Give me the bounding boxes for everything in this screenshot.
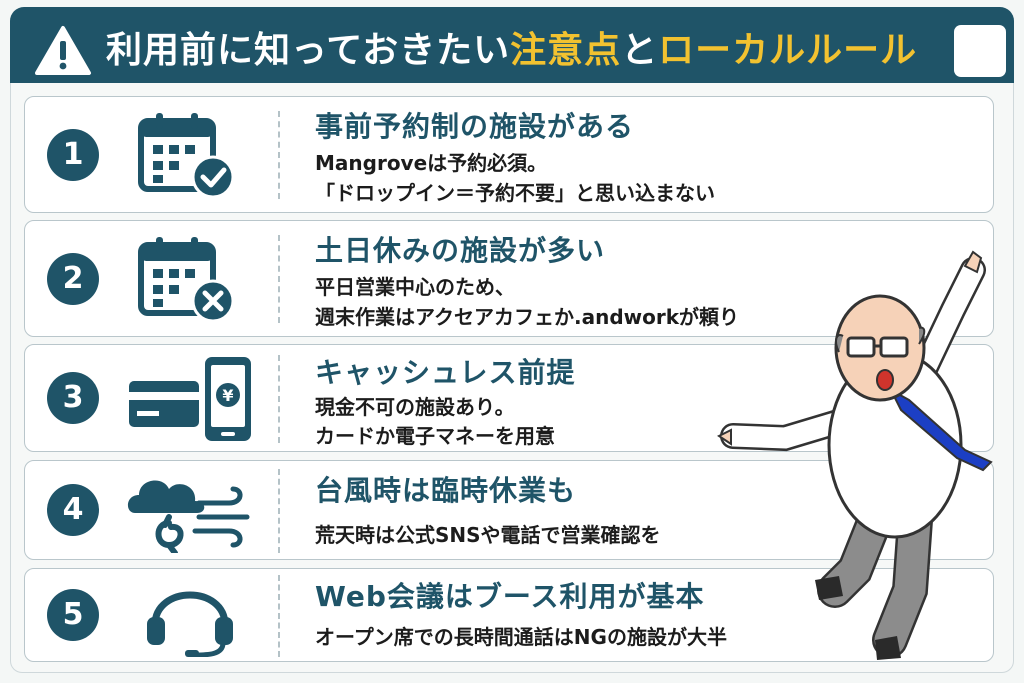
header-blank-box bbox=[954, 25, 1006, 77]
headset-icon bbox=[147, 591, 233, 657]
card-line-2b: 週末作業はアクセアカフェか.andworkが頼り bbox=[315, 305, 740, 329]
rule-card-2: 2 土日休みの施設が多い 平日営業中心のため、 週末作業はアクセアカフェか.an… bbox=[24, 220, 994, 337]
typhoon-wind-icon bbox=[127, 480, 250, 553]
number-badge-5: 5 bbox=[47, 589, 99, 641]
warning-triangle-icon bbox=[35, 26, 91, 75]
page-title: 利用前に知っておきたい注意点とローカルルール bbox=[106, 25, 917, 77]
card-divider bbox=[278, 235, 280, 323]
card-line-3b: カードか電子マネーを用意 bbox=[315, 424, 555, 448]
card-title-2: 土日休みの施設が多い bbox=[315, 234, 606, 267]
card-title-4: 台風時は臨時休業も bbox=[315, 474, 577, 507]
calendar-cross-icon bbox=[138, 237, 235, 323]
calendar-check-icon bbox=[138, 113, 235, 199]
card-line-4a: 荒天時は公式SNSや電話で営業確認を bbox=[315, 523, 661, 547]
card-divider bbox=[278, 469, 280, 553]
number-badge-2: 2 bbox=[47, 253, 99, 305]
rule-card-3: 3 ¥ キャッシュレス前提 現金不可の施設あり。 カードか電子マネーを用意 bbox=[24, 344, 994, 452]
title-connector: と bbox=[621, 30, 659, 71]
title-highlight-caution: 注意点 bbox=[510, 30, 622, 71]
rule-card-1: 1 事前予約制の施設がある Mangroveは予約必須。 「ドロップイン＝予約不… bbox=[24, 96, 994, 213]
number-badge-3: 3 bbox=[47, 372, 99, 424]
yen-symbol: ¥ bbox=[222, 386, 233, 405]
header-bar: 利用前に知っておきたい注意点とローカルルール bbox=[10, 7, 1014, 83]
card-line-2a: 平日営業中心のため、 bbox=[315, 275, 515, 299]
card-line-3a: 現金不可の施設あり。 bbox=[315, 395, 515, 419]
jumping-businessman-illustration bbox=[717, 250, 993, 660]
card-divider bbox=[278, 575, 280, 657]
number-badge-1: 1 bbox=[47, 129, 99, 181]
card-divider bbox=[278, 111, 280, 199]
card-title-5: Web会議はブース利用が基本 bbox=[315, 580, 705, 613]
card-and-phone-payment-icon: ¥ bbox=[129, 357, 251, 441]
card-divider bbox=[278, 355, 280, 443]
title-highlight-local-rules: ローカルルール bbox=[658, 30, 918, 71]
card-line-1a: Mangroveは予約必須。 bbox=[315, 151, 548, 175]
card-line-1b: 「ドロップイン＝予約不要」と思い込まない bbox=[315, 181, 715, 205]
card-line-5a: オープン席での長時間通話はNGの施設が大半 bbox=[315, 625, 727, 649]
card-title-3: キャッシュレス前提 bbox=[315, 356, 576, 389]
number-badge-4: 4 bbox=[47, 484, 99, 536]
title-main: 利用前に知っておきたい bbox=[106, 30, 511, 71]
card-title-1: 事前予約制の施設がある bbox=[315, 110, 635, 143]
